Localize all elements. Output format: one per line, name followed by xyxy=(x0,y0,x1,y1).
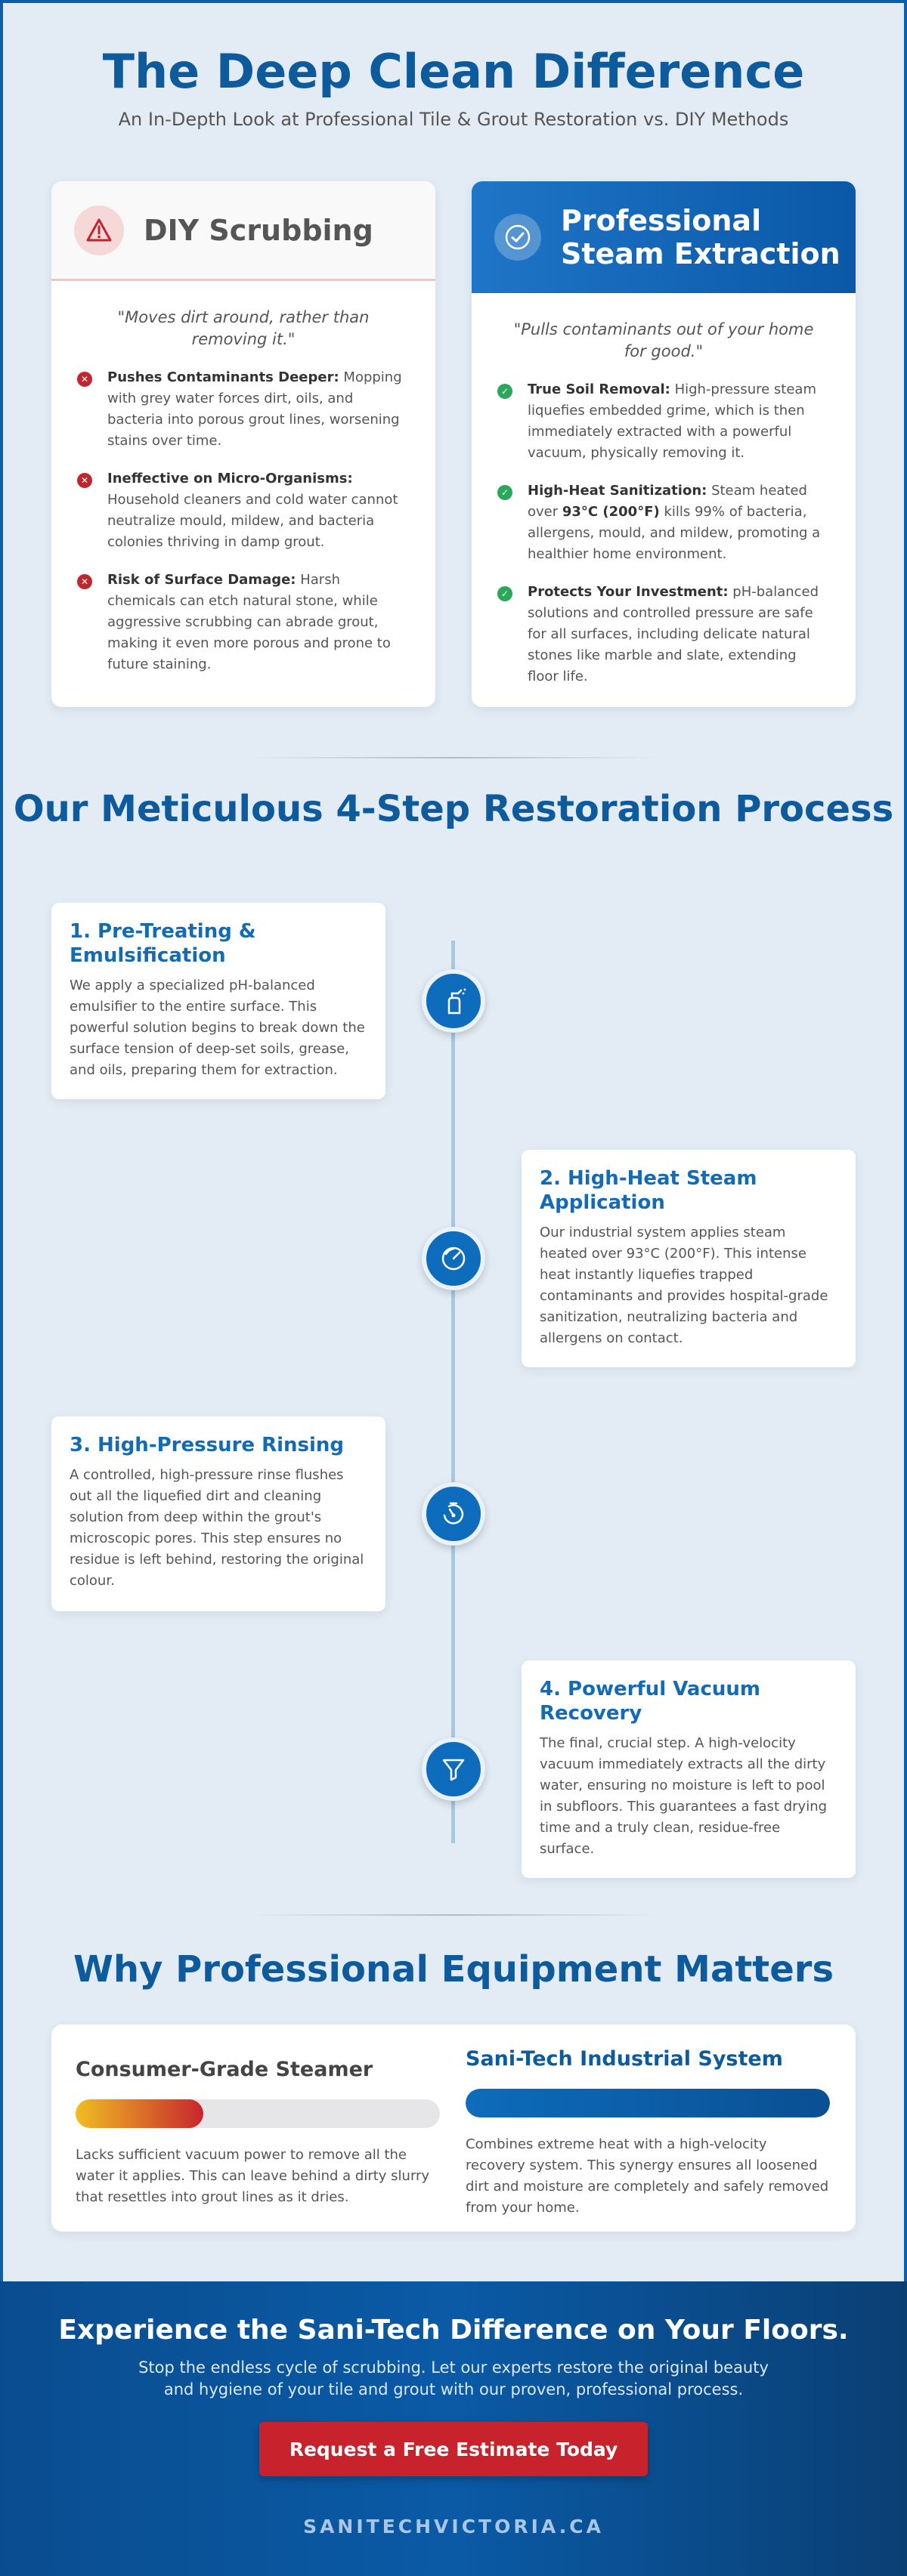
pressure-gauge-icon xyxy=(422,1482,485,1546)
equipment-comparison-card: Consumer-Grade Steamer Lacks sufficient … xyxy=(51,2025,856,2232)
timeline-line xyxy=(451,941,455,1843)
industrial-equipment-title: Sani-Tech Industrial System xyxy=(466,2047,783,2071)
consumer-equipment-title: Consumer-Grade Steamer xyxy=(76,2058,373,2081)
consumer-equipment-column: Consumer-Grade Steamer Lacks sufficient … xyxy=(76,2058,440,2208)
industrial-equipment-body: Combines extreme heat with a high-veloci… xyxy=(466,2136,829,2216)
process-step-card: 4. Powerful Vacuum Recovery The final, c… xyxy=(522,1660,856,1878)
diy-card-title: DIY Scrubbing xyxy=(144,213,373,247)
checkmark-icon: ✓ xyxy=(497,586,512,601)
pro-card: Professional Steam Extraction "Pulls con… xyxy=(472,181,856,707)
pro-benefit-text: Protects Your Investment: pH-balanced so… xyxy=(528,584,819,684)
website-link[interactable]: SANITECHVICTORIA.CA xyxy=(303,2516,604,2537)
pro-benefit-text: True Soil Removal: High-pressure steam l… xyxy=(528,381,816,461)
process-step-body: We apply a specialized pH-balanced emuls… xyxy=(70,978,365,1078)
spray-bottle-icon xyxy=(422,969,485,1033)
pro-quote: "Pulls contaminants out of your home for… xyxy=(513,320,814,360)
pro-benefits-list: ✓ True Soil Removal: High-pressure steam… xyxy=(472,379,856,687)
section-divider xyxy=(249,757,658,758)
check-circle-icon xyxy=(494,214,541,261)
x-circle-icon: ✕ xyxy=(77,574,92,589)
process-step-title: 1. Pre-Treating & Emulsification xyxy=(70,920,256,967)
process-step-card: 1. Pre-Treating & Emulsification We appl… xyxy=(51,903,385,1099)
checkmark-icon: ✓ xyxy=(497,384,512,399)
request-estimate-button[interactable]: Request a Free Estimate Today xyxy=(259,2422,648,2476)
pro-card-title: Professional Steam Extraction xyxy=(561,204,840,270)
consumer-power-bar-fill xyxy=(76,2099,203,2128)
funnel-icon xyxy=(422,1737,485,1801)
warning-triangle-icon xyxy=(74,205,124,255)
diy-issues-list: ✕ Pushes Contaminants Deeper: Mopping wi… xyxy=(51,367,435,675)
process-section-title: Our Meticulous 4-Step Restoration Proces… xyxy=(13,788,894,830)
process-step-title: 4. Powerful Vacuum Recovery xyxy=(540,1678,760,1725)
pro-benefit-item: ✓ True Soil Removal: High-pressure steam… xyxy=(497,379,825,464)
process-step-body: Our industrial system applies steam heat… xyxy=(540,1225,828,1346)
pro-benefit-item: ✓ High-Heat Sanitization: Steam heated o… xyxy=(497,480,825,565)
diy-issue-text: Risk of Surface Damage: Harsh chemicals … xyxy=(107,572,391,672)
diy-quote: "Moves dirt around, rather than removing… xyxy=(117,308,370,348)
equipment-section-title: Why Professional Equipment Matters xyxy=(73,1948,834,1991)
process-step-title: 3. High-Pressure Rinsing xyxy=(70,1434,345,1456)
consumer-equipment-body: Lacks sufficient vacuum power to remove … xyxy=(76,2147,430,2205)
cta-text: Stop the endless cycle of scrubbing. Let… xyxy=(138,2358,769,2398)
checkmark-icon: ✓ xyxy=(497,485,512,500)
x-circle-icon: ✕ xyxy=(77,372,92,387)
process-step-body: A controlled, high-pressure rinse flushe… xyxy=(70,1467,364,1589)
industrial-power-bar xyxy=(466,2089,830,2117)
section-divider xyxy=(249,1914,658,1916)
diy-issue-text: Ineffective on Micro-Organisms: Househol… xyxy=(107,471,398,550)
diy-card-header: DIY Scrubbing xyxy=(51,181,435,281)
pro-benefit-item: ✓ Protects Your Investment: pH-balanced … xyxy=(497,582,825,687)
diy-card: DIY Scrubbing "Moves dirt around, rather… xyxy=(51,181,435,707)
industrial-power-bar-fill xyxy=(466,2089,830,2117)
industrial-equipment-column: Sani-Tech Industrial System Combines ext… xyxy=(466,2047,830,2219)
pro-card-header: Professional Steam Extraction xyxy=(472,181,856,293)
cta-title: Experience the Sani-Tech Difference on Y… xyxy=(58,2315,849,2346)
x-circle-icon: ✕ xyxy=(77,473,92,488)
process-step-body: The final, crucial step. A high-velocity… xyxy=(540,1735,828,1857)
process-step-card: 3. High-Pressure Rinsing A controlled, h… xyxy=(51,1416,385,1611)
page-subtitle: An In-Depth Look at Professional Tile & … xyxy=(118,109,789,130)
diy-issue-item: ✕ Pushes Contaminants Deeper: Mopping wi… xyxy=(77,367,405,452)
cta-footer: Experience the Sani-Tech Difference on Y… xyxy=(0,2281,907,2576)
diy-issue-item: ✕ Risk of Surface Damage: Harsh chemical… xyxy=(77,570,405,675)
process-step-card: 2. High-Heat Steam Application Our indus… xyxy=(522,1150,856,1367)
pro-benefit-text: High-Heat Sanitization: Steam heated ove… xyxy=(528,483,821,562)
process-step-title: 2. High-Heat Steam Application xyxy=(540,1167,757,1214)
page-title: The Deep Clean Difference xyxy=(102,44,805,99)
thermometer-icon xyxy=(422,1227,485,1290)
diy-issue-text: Pushes Contaminants Deeper: Mopping with… xyxy=(107,369,402,449)
consumer-power-bar xyxy=(76,2099,440,2128)
diy-issue-item: ✕ Ineffective on Micro-Organisms: Househ… xyxy=(77,468,405,553)
